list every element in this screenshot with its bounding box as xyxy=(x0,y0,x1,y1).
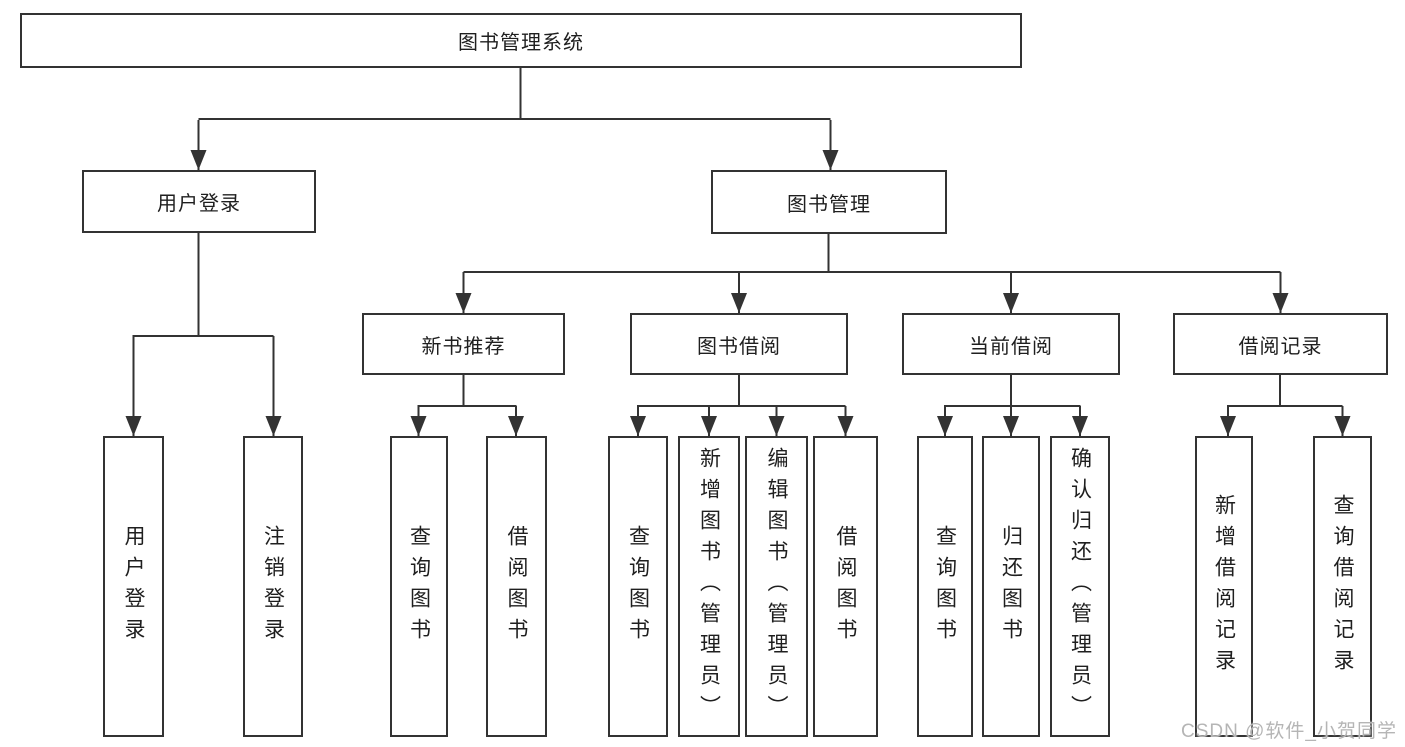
leaf-label-user-login: 用户登录 xyxy=(122,524,145,649)
node-label-book-management: 图书管理 xyxy=(787,193,871,216)
leaf-query-books-2: 查询图书 xyxy=(608,436,668,737)
leaf-label-return-book: 归还图书 xyxy=(999,524,1023,649)
node-current-borrowing: 当前借阅 xyxy=(902,313,1120,375)
leaf-label-add-borrow-record: 新增借阅记录 xyxy=(1212,493,1236,680)
leaf-label-borrow-books-1: 借阅图书 xyxy=(505,524,528,649)
leaf-label-add-book-admin: 新增图书（管理员） xyxy=(697,447,721,726)
node-label-book-borrowing: 图书借阅 xyxy=(697,335,781,358)
leaf-label-borrow-books-2: 借阅图书 xyxy=(834,524,857,649)
leaf-add-book-admin: 新增图书（管理员） xyxy=(678,436,740,737)
node-user-login: 用户登录 xyxy=(82,170,316,233)
node-book-borrowing: 图书借阅 xyxy=(630,313,848,375)
leaf-confirm-return-admin: 确认归还（管理员） xyxy=(1050,436,1110,737)
leaf-logout: 注销登录 xyxy=(243,436,303,737)
node-borrowing-records: 借阅记录 xyxy=(1173,313,1388,375)
node-label-root: 图书管理系统 xyxy=(458,32,584,54)
node-library-management-system: 图书管理系统 xyxy=(20,13,1022,68)
leaf-label-confirm-return-admin: 确认归还（管理员） xyxy=(1068,447,1092,726)
leaf-label-logout: 注销登录 xyxy=(261,524,285,649)
leaf-label-query-books-2: 查询图书 xyxy=(626,524,650,649)
leaf-edit-book-admin: 编辑图书（管理员） xyxy=(745,436,808,737)
leaf-label-query-books-1: 查询图书 xyxy=(407,524,431,649)
node-book-management: 图书管理 xyxy=(711,170,947,234)
leaf-return-book: 归还图书 xyxy=(982,436,1040,737)
leaf-query-books-1: 查询图书 xyxy=(390,436,448,737)
leaf-query-borrow-record: 查询借阅记录 xyxy=(1313,436,1372,737)
leaf-borrow-books-2: 借阅图书 xyxy=(813,436,878,737)
leaf-query-books-3: 查询图书 xyxy=(917,436,973,737)
csdn-watermark: CSDN @软件_小贺同学 xyxy=(1181,721,1397,742)
node-new-book-recommendation: 新书推荐 xyxy=(362,313,565,375)
leaf-label-edit-book-admin: 编辑图书（管理员） xyxy=(765,447,788,726)
leaf-add-borrow-record: 新增借阅记录 xyxy=(1195,436,1253,737)
leaf-label-query-books-3: 查询图书 xyxy=(933,524,957,649)
node-label-current-borrowing: 当前借阅 xyxy=(969,335,1053,358)
leaf-label-query-borrow-record: 查询借阅记录 xyxy=(1331,493,1354,680)
node-label-user-login: 用户登录 xyxy=(157,193,241,215)
leaf-user-login: 用户登录 xyxy=(103,436,164,737)
node-label-new-book-recommendation: 新书推荐 xyxy=(421,335,506,358)
leaf-borrow-books-1: 借阅图书 xyxy=(486,436,547,737)
connector-skeleton xyxy=(132,68,1343,407)
node-label-borrowing-records: 借阅记录 xyxy=(1238,335,1323,358)
